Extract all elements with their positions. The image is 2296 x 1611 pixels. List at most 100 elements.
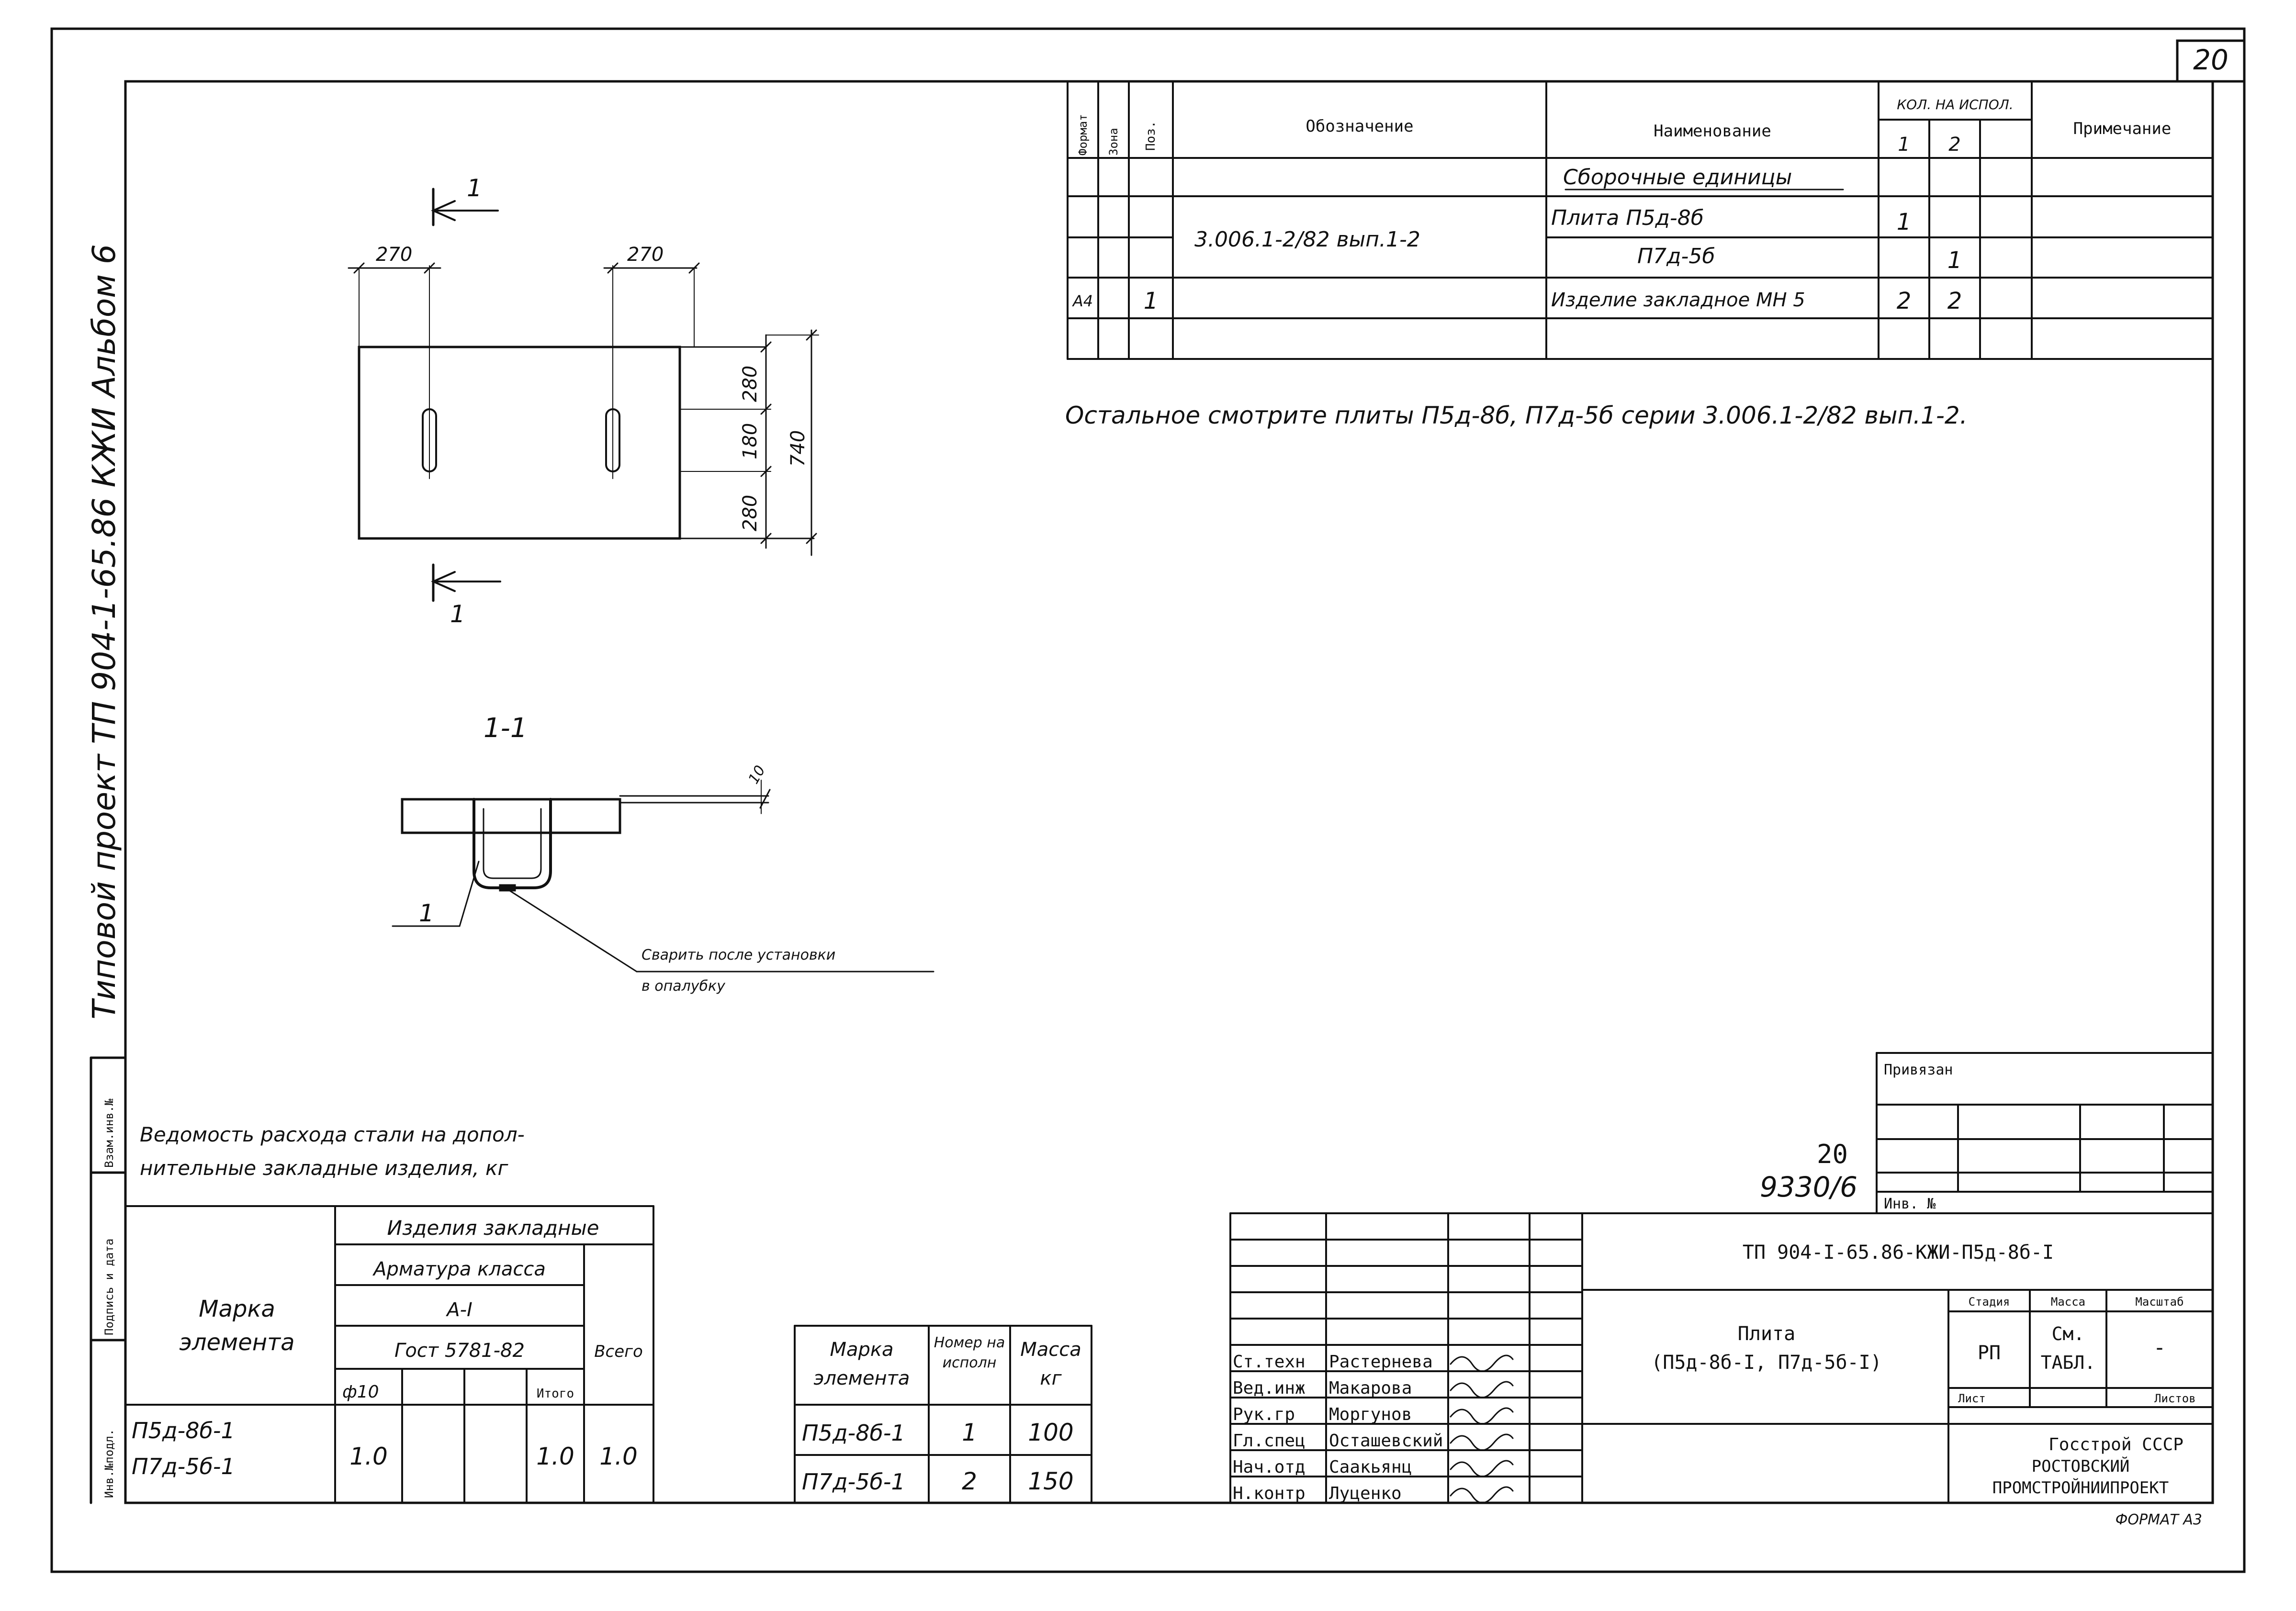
sig-role-3: Рук.гр [1233, 1405, 1295, 1424]
format-label: ФОРМАТ А3 [2116, 1511, 2202, 1528]
dim-270-right: 270 [627, 244, 664, 266]
sig-role-1: Ст.техн [1233, 1352, 1306, 1372]
sig-role-6: Н.контр [1233, 1484, 1306, 1503]
sig-name-5: Саакьянц [1329, 1457, 1412, 1477]
mass-header-mass: Масса кг [1020, 1339, 1081, 1389]
sig-name-2: Макарова [1329, 1378, 1412, 1398]
mass-row-1-variant: 1 [962, 1419, 977, 1446]
tb-title-line1: Плита [1738, 1323, 1795, 1345]
spec-header-qty2: 2 [1948, 134, 1960, 156]
section-title: 1-1 [484, 713, 527, 744]
spec-row-3-format: А4 [1072, 292, 1093, 310]
note-text: Остальное смотрите плиты П5д-8б, П7д-5б … [1065, 402, 1968, 429]
leader-1-label: 1 [419, 899, 434, 927]
sheet-number: 20 [2193, 44, 2228, 76]
spec-row-1-name: Плита П5д-8б [1551, 206, 1704, 230]
tb-mass-label: Масса [2051, 1295, 2085, 1309]
mass-row-1-mark: П5д-8б-1 [802, 1420, 905, 1446]
section-drawing [392, 780, 934, 973]
tb-org-line3: ПРОМСТРОЙНИИПРОЕКТ [1992, 1478, 2169, 1498]
section-mark-top: 1 [467, 174, 482, 202]
sig-name-6: Луценко [1329, 1484, 1402, 1503]
plan-drawing [348, 188, 819, 602]
steel-header-mark: Марка элемента [179, 1296, 295, 1356]
inner-frame [124, 80, 2214, 1504]
steel-row-itogo: 1.0 [536, 1443, 574, 1470]
tb-mass-value-2: ТАБЛ. [2041, 1352, 2095, 1373]
spec-row-3-qty1: 2 [1897, 288, 1912, 314]
steel-row-total: 1.0 [599, 1443, 638, 1470]
sig-name-3: Моргунов [1329, 1405, 1412, 1424]
tb-inv-no: Инв. № [1884, 1196, 1936, 1212]
side-cell-inv: Инв.№подл. [102, 1429, 116, 1499]
steel-row-mark1: П5д-8б-1 [132, 1418, 235, 1443]
mass-header-variant: Номер на исполн [934, 1334, 1005, 1371]
dim-740: 740 [787, 430, 809, 467]
spec-row-3-name: Изделие закладное МН 5 [1551, 289, 1805, 311]
sig-role-2: Вед.инж [1233, 1378, 1306, 1398]
mass-header-mark: Марка элемента [813, 1339, 910, 1389]
signatures [1450, 1354, 1514, 1504]
stamp-number-top: 20 [1817, 1139, 1848, 1169]
tb-sheet-label: Лист [1958, 1392, 1986, 1405]
steel-title-line2: нительные закладные изделия, кг [140, 1156, 508, 1180]
tb-org-line1: Госстрой СССР [2048, 1435, 2183, 1454]
mass-table-grid [794, 1325, 1092, 1504]
dim-180: 180 [739, 423, 761, 459]
spec-header-note: Примечание [2073, 119, 2172, 138]
steel-row-d10: 1.0 [349, 1443, 388, 1470]
spec-designation: 3.006.1-2/82 вып.1-2 [1194, 227, 1420, 252]
mass-row-2-mass: 150 [1028, 1467, 1073, 1495]
outer-frame [50, 27, 2246, 1573]
spec-row-2-name: П7д-5б [1637, 244, 1715, 268]
dim-10: 10 [745, 762, 769, 787]
tb-scale-label: Масштаб [2135, 1295, 2183, 1309]
steel-header-gost: Гост 5781-82 [394, 1340, 525, 1362]
stamp-number-bottom: 9330/6 [1760, 1171, 1857, 1203]
sig-name-4: Осташевский [1329, 1431, 1443, 1451]
spec-table-grid [1067, 80, 2214, 360]
steel-header-total: Всего [594, 1342, 643, 1361]
tb-doc-code: ТП 904-I-65.86-КЖИ-П5д-8б-I [1743, 1242, 2054, 1264]
mass-row-2-variant: 2 [962, 1467, 977, 1495]
spec-header-qty: КОЛ. НА ИСПОЛ. [1897, 97, 2013, 112]
weld-note-line2: в опалубку [642, 978, 726, 995]
tb-sheets-label: Листов [2154, 1392, 2196, 1405]
tb-privyazan: Привязан [1884, 1062, 1953, 1078]
mass-row-2-mark: П7д-5б-1 [802, 1469, 905, 1495]
section-mark-bottom: 1 [450, 600, 465, 628]
tb-stage-value: РП [1978, 1342, 2001, 1364]
steel-header-rebar: Арматура класса [372, 1258, 546, 1280]
spec-row-2-qty2: 1 [1947, 247, 1962, 274]
tb-org-line2: РОСТОВСКИЙ [2032, 1456, 2130, 1476]
dim-270-left: 270 [376, 244, 412, 266]
spec-row-1-qty1: 1 [1897, 209, 1912, 235]
sig-role-5: Нач.отд [1233, 1457, 1306, 1477]
dim-280-top: 280 [739, 366, 761, 402]
side-title: Типовой проект ТП 904-1-65.86 КЖИ Альбом… [86, 244, 123, 1019]
tb-mass-value-1: См. [2052, 1323, 2085, 1344]
steel-header-itogo: Итого [537, 1387, 574, 1401]
title-block-grid [1229, 1052, 2214, 1504]
side-cell-sign: Подпись и дата [102, 1239, 116, 1335]
weld-note-line1: Сварить после установки [642, 947, 835, 963]
tb-scale-value: - [2153, 1335, 2166, 1360]
steel-title-line1: Ведомость расхода стали на допол- [140, 1123, 525, 1146]
dim-280-bottom: 280 [739, 495, 761, 531]
spec-header-pos: Поз. [1144, 121, 1158, 151]
spec-header-zone: Зона [1107, 128, 1120, 156]
steel-header-items: Изделия закладные [387, 1216, 599, 1240]
spec-header-name: Наименование [1654, 122, 1771, 141]
spec-header-qty1: 1 [1898, 134, 1910, 156]
spec-header-designation: Обозначение [1306, 117, 1413, 136]
sig-role-4: Гл.спец [1233, 1431, 1306, 1451]
mass-row-1-mass: 100 [1028, 1419, 1073, 1446]
sig-name-1: Растернева [1329, 1352, 1433, 1372]
sheet-number-box [2176, 39, 2246, 83]
spec-section-title: Сборочные единицы [1563, 165, 1792, 190]
tb-title-line2: (П5д-8б-I, П7д-5б-I) [1651, 1352, 1882, 1374]
side-cell-replace: Взам.инв.№ [102, 1098, 116, 1168]
spec-row-3-pos: 1 [1144, 288, 1159, 314]
spec-row-3-qty2: 2 [1947, 288, 1962, 314]
